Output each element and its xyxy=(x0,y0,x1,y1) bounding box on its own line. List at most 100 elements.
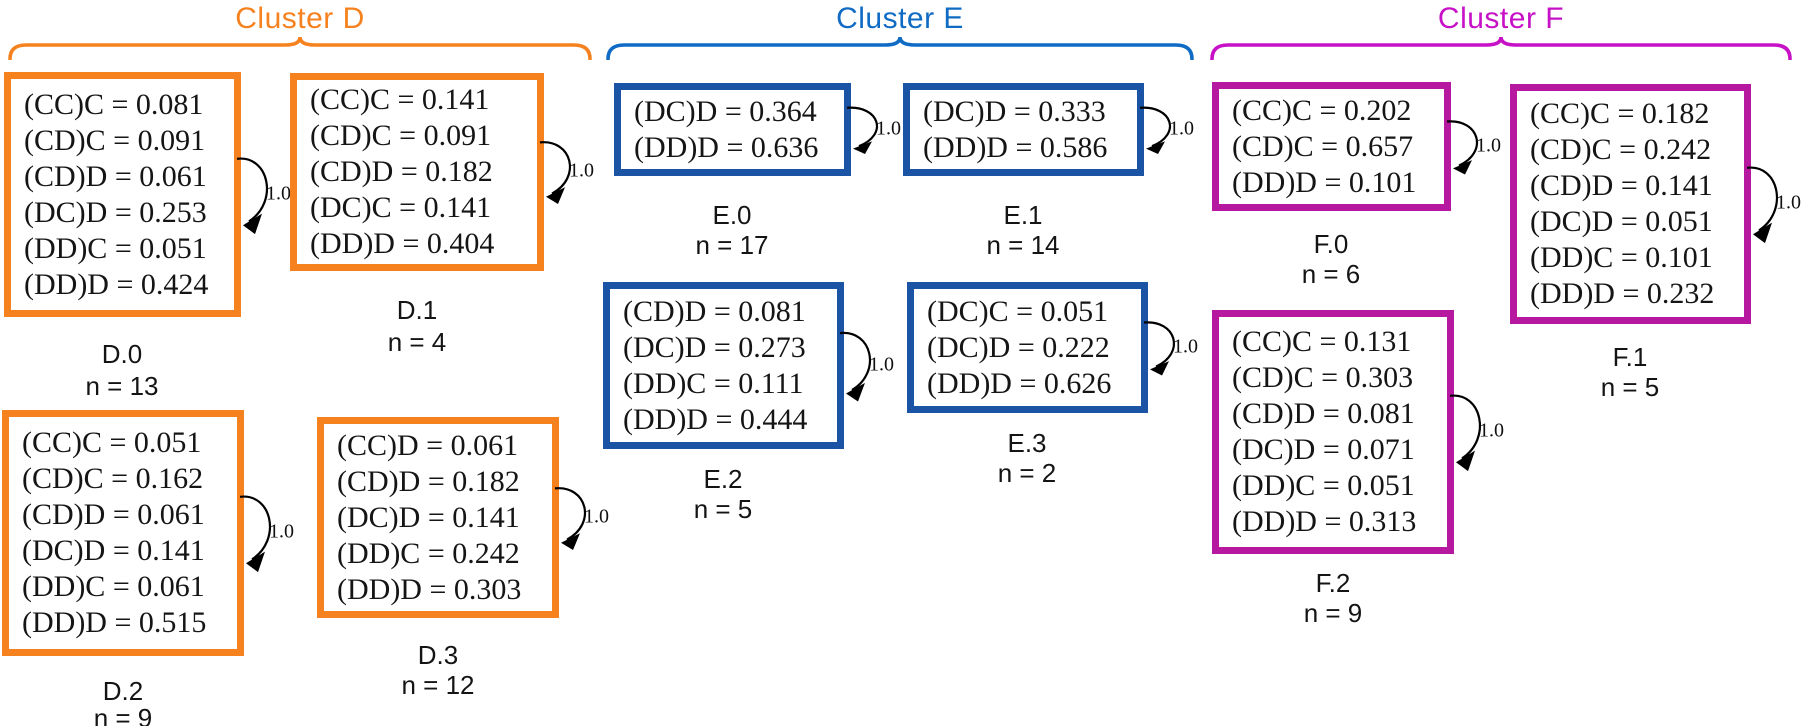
self-loop-arrow-icon xyxy=(1448,388,1496,472)
prob-line: (CD)D = 0.061 xyxy=(22,498,205,531)
node-f0-id: F.0 xyxy=(1313,229,1349,259)
prob-line: (DD)C = 0.051 xyxy=(24,231,207,265)
node-e0: (DC)D = 0.364 (DD)D = 0.636 1.0 xyxy=(614,83,901,176)
node-e1-id: E.1 xyxy=(1003,200,1043,230)
loop-probability: 1.0 xyxy=(1776,191,1801,214)
node-f2: (CC)C = 0.131 (CD)C = 0.303 (CD)D = 0.08… xyxy=(1212,310,1504,554)
prob-line: (DD)D = 0.101 xyxy=(1232,165,1417,199)
cluster-f-brace-icon xyxy=(1210,36,1792,60)
prob-box-d0: (CC)C = 0.081 (CD)C = 0.091 (CD)D = 0.06… xyxy=(4,72,241,317)
prob-box-d2: (CC)C = 0.051 (CD)C = 0.162 (CD)D = 0.06… xyxy=(2,410,244,656)
prob-line: (CD)D = 0.061 xyxy=(24,159,207,193)
self-loop-arrow-icon xyxy=(1445,116,1493,175)
node-d3-id: D.3 xyxy=(417,640,459,670)
node-d2: (CC)C = 0.051 (CD)C = 0.162 (CD)D = 0.06… xyxy=(2,410,294,656)
prob-box-e0: (DC)D = 0.364 (DD)D = 0.636 xyxy=(614,83,851,176)
prob-line: (DD)D = 0.424 xyxy=(24,267,209,301)
self-loop-arrow-icon xyxy=(1138,103,1186,154)
prob-line: (DD)D = 0.303 xyxy=(337,572,522,606)
prob-line: (DD)C = 0.061 xyxy=(22,570,205,603)
prob-line: (CC)C = 0.051 xyxy=(22,426,202,459)
prob-line: (CD)C = 0.091 xyxy=(24,123,206,157)
prob-line: (DD)D = 0.586 xyxy=(923,130,1108,164)
prob-line: (DC)D = 0.051 xyxy=(1530,205,1713,238)
node-f0: (CC)C = 0.202 (CD)C = 0.657 (DD)D = 0.10… xyxy=(1212,82,1501,211)
node-f2-id: F.2 xyxy=(1315,568,1351,598)
prob-line: (CD)D = 0.141 xyxy=(1530,169,1713,202)
prob-line: (DD)D = 0.444 xyxy=(623,402,808,436)
node-d0-id: D.0 xyxy=(101,339,143,369)
loop-probability: 1.0 xyxy=(876,117,901,140)
node-e2-id: E.2 xyxy=(703,464,743,494)
prob-line: (CC)C = 0.202 xyxy=(1232,93,1412,127)
prob-line: (DD)C = 0.101 xyxy=(1530,241,1713,274)
prob-line: (CD)C = 0.242 xyxy=(1530,133,1712,166)
prob-line: (DC)D = 0.333 xyxy=(923,94,1106,128)
self-loop-e0: 1.0 xyxy=(845,103,923,157)
prob-line: (CC)C = 0.182 xyxy=(1530,97,1710,130)
node-e0-count: n = 17 xyxy=(695,230,769,260)
node-f1: (CC)C = 0.182 (CD)C = 0.242 (CD)D = 0.14… xyxy=(1510,84,1801,324)
loop-probability: 1.0 xyxy=(1173,335,1198,358)
prob-box-f0: (CC)C = 0.202 (CD)C = 0.657 (DD)D = 0.10… xyxy=(1212,82,1451,211)
node-d2-count: n = 9 xyxy=(93,703,153,726)
prob-line: (DD)C = 0.242 xyxy=(337,536,520,570)
cluster-d-title: Cluster D xyxy=(235,2,365,35)
prob-line: (CD)C = 0.162 xyxy=(22,462,204,495)
node-d2-id: D.2 xyxy=(102,676,144,706)
node-f2-count: n = 9 xyxy=(1303,598,1363,628)
prob-line: (CD)C = 0.303 xyxy=(1232,361,1414,394)
prob-line: (CD)C = 0.091 xyxy=(310,119,492,152)
node-d1-count: n = 4 xyxy=(387,327,447,357)
self-loop-arrow-icon xyxy=(845,103,893,154)
prob-line: (CD)C = 0.657 xyxy=(1232,129,1414,163)
self-loop-e2: 1.0 xyxy=(838,326,916,406)
node-f1-count: n = 5 xyxy=(1600,372,1660,402)
prob-line: (DD)C = 0.051 xyxy=(1232,469,1415,502)
node-d0-count: n = 13 xyxy=(85,371,159,401)
prob-line: (CC)C = 0.141 xyxy=(310,83,490,116)
node-e1: (DC)D = 0.333 (DD)D = 0.586 1.0 xyxy=(903,83,1194,176)
self-loop-f1: 1.0 xyxy=(1745,160,1804,248)
node-d0: (CC)C = 0.081 (CD)C = 0.091 (CD)D = 0.06… xyxy=(4,72,291,317)
prob-line: (CC)D = 0.061 xyxy=(337,428,519,462)
node-e3-id: E.3 xyxy=(1007,428,1047,458)
prob-box-d1: (CC)C = 0.141 (CD)C = 0.091 (CD)D = 0.18… xyxy=(290,73,544,271)
self-loop-arrow-icon xyxy=(1745,160,1793,244)
prob-line: (CD)D = 0.182 xyxy=(310,155,493,188)
prob-box-e2: (CD)D = 0.081 (DC)D = 0.273 (DD)C = 0.11… xyxy=(603,282,844,449)
prob-line: (DC)D = 0.273 xyxy=(623,330,806,364)
prob-line: (DC)D = 0.141 xyxy=(337,500,520,534)
prob-box-e3: (DC)C = 0.051 (DC)D = 0.222 (DD)D = 0.62… xyxy=(907,282,1148,413)
prob-line: (DD)D = 0.626 xyxy=(927,366,1112,400)
prob-box-e1: (DC)D = 0.333 (DD)D = 0.586 xyxy=(903,83,1144,176)
prob-line: (DC)C = 0.141 xyxy=(310,191,492,224)
prob-line: (CC)C = 0.131 xyxy=(1232,325,1412,358)
node-d3: (CC)D = 0.061 (CD)D = 0.182 (DC)D = 0.14… xyxy=(317,417,609,618)
cluster-e-brace-icon xyxy=(606,36,1194,60)
loop-probability: 1.0 xyxy=(1479,419,1504,442)
self-loop-arrow-icon xyxy=(538,136,586,204)
loop-probability: 1.0 xyxy=(1169,117,1194,140)
node-e3: (DC)C = 0.051 (DC)D = 0.222 (DD)D = 0.62… xyxy=(907,282,1198,413)
prob-line: (DC)D = 0.141 xyxy=(22,534,205,567)
prob-box-f1: (CC)C = 0.182 (CD)C = 0.242 (CD)D = 0.14… xyxy=(1510,84,1751,324)
self-loop-d0: 1.0 xyxy=(235,151,313,239)
self-loop-arrow-icon xyxy=(1142,317,1190,376)
node-e3-count: n = 2 xyxy=(997,458,1057,488)
self-loop-f2: 1.0 xyxy=(1448,388,1526,476)
prob-box-f2: (CC)C = 0.131 (CD)C = 0.303 (CD)D = 0.08… xyxy=(1212,310,1454,554)
loop-probability: 1.0 xyxy=(1476,134,1501,157)
self-loop-e1: 1.0 xyxy=(1138,103,1216,157)
prob-line: (DD)D = 0.404 xyxy=(310,227,495,260)
cluster-e-title: Cluster E xyxy=(836,2,964,35)
prob-line: (DD)D = 0.636 xyxy=(634,130,819,164)
loop-probability: 1.0 xyxy=(569,159,594,182)
loop-probability: 1.0 xyxy=(869,353,894,376)
prob-line: (DC)D = 0.364 xyxy=(634,94,817,128)
node-f1-id: F.1 xyxy=(1612,342,1648,372)
cluster-f-title: Cluster F xyxy=(1437,2,1565,35)
prob-line: (DC)C = 0.051 xyxy=(927,294,1109,328)
cluster-d-brace-icon xyxy=(8,36,592,60)
